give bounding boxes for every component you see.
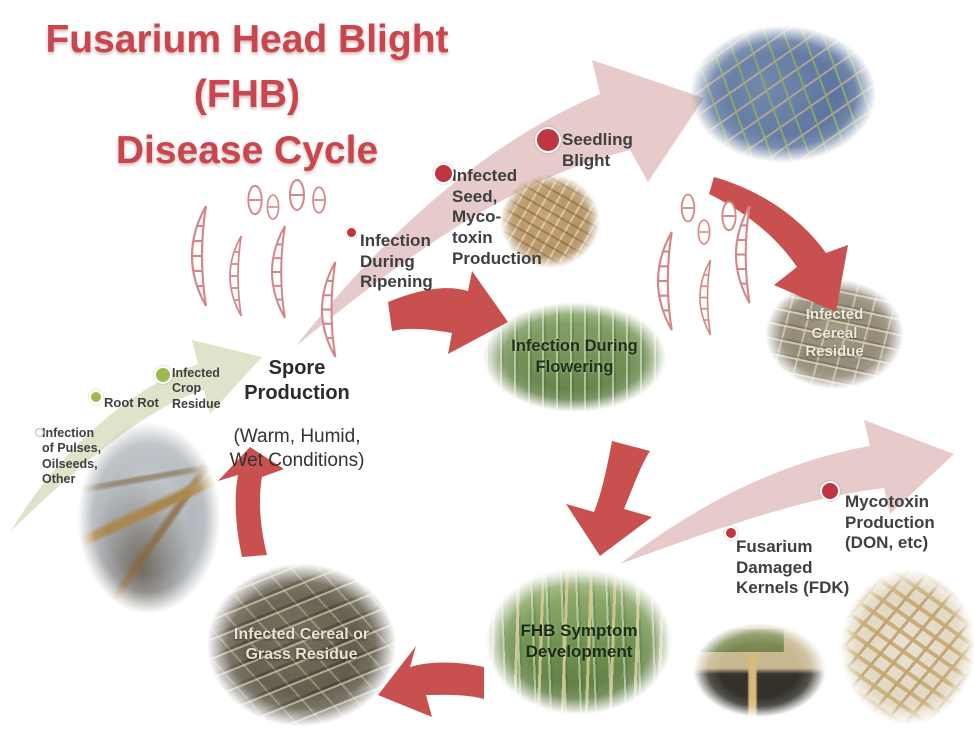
fdk-stage-dot-icon: [724, 526, 738, 540]
crop-residue-stage-dot-icon: [154, 366, 172, 384]
macroconidium-spore-icon: [270, 224, 286, 320]
combine-harvest-photo: [692, 622, 827, 718]
spore-production-title: Spore Production: [244, 356, 350, 404]
infected-cereal-grass-residue-photo: [205, 562, 398, 728]
seedling-blight-photo: [688, 24, 878, 164]
arrow-seedling-to-cereal-residue-icon: [709, 177, 848, 312]
diagram-title: Fusarium Head Blight (FHB) Disease Cycle: [6, 12, 488, 178]
mycotoxin-stage-dot-icon: [820, 481, 840, 501]
macroconidium-spore-icon: [229, 235, 243, 317]
spore-production-label: Spore Production (Warm, Humid, Wet Condi…: [188, 336, 406, 492]
ripening-stage-dot-icon: [346, 227, 357, 238]
infection-of-pulses-label: Infection of Pulses, Oilseeds, Other: [42, 426, 102, 486]
ascospore-icon: [247, 184, 263, 216]
harvest-path-ribbon-arrow-icon: [620, 420, 954, 564]
damaged-kernels-photo: [839, 568, 974, 726]
pulses-path-ribbon-arrow-icon: [10, 340, 262, 532]
infected-seed-mycotoxin-label: Infected Seed, Myco- toxin Production: [452, 166, 542, 268]
macroconidium-spore-icon: [699, 259, 712, 336]
macroconidium-spore-icon: [190, 204, 208, 308]
pulses-stage-dot-icon: [35, 428, 44, 437]
ascospore-icon: [721, 200, 737, 232]
arrow-flowering-to-fhb-icon: [566, 441, 652, 556]
root-rot-label: Root Rot: [104, 395, 159, 410]
root-rot-stage-dot-icon: [89, 390, 103, 404]
diagram-title-line2: Disease Cycle: [115, 128, 379, 172]
ascospore-icon: [680, 193, 696, 223]
ascospore-icon: [312, 186, 326, 214]
infection-during-flowering-photo: [481, 301, 668, 413]
fusarium-damaged-kernels-label: Fusarium Damaged Kernels (FDK): [736, 537, 850, 598]
infection-during-flowering-label: Infection During Flowering: [511, 337, 638, 376]
root-rot-photo: [76, 420, 222, 616]
infection-during-ripening-label: Infection During Ripening: [360, 231, 433, 292]
fhb-symptom-development-photo: [484, 566, 674, 716]
mycotoxin-production-label: Mycotoxin Production (DON, etc): [845, 492, 935, 553]
ascospore-icon: [289, 179, 305, 211]
fhb-symptom-development-label: FHB Symptom Development: [520, 620, 638, 661]
arrow-fhb-to-grass-residue-icon: [378, 646, 484, 717]
arrow-spore-to-flowering-icon: [388, 271, 508, 354]
ascospore-icon: [266, 194, 280, 220]
seedling-blight-label: Seedling Blight: [562, 130, 633, 170]
macroconidium-spore-icon: [734, 204, 751, 305]
infected-cereal-residue-label: Infected Cereal Residue: [805, 305, 864, 361]
diagram-title-line1: Fusarium Head Blight (FHB): [45, 18, 449, 117]
spore-production-conditions: (Warm, Humid, Wet Conditions): [229, 426, 365, 471]
seedling-blight-stage-dot-icon: [535, 127, 561, 153]
infected-crop-residue-label: Infected Crop Residue: [172, 366, 221, 411]
ripening-path-ribbon-arrow-icon: [296, 60, 704, 346]
infected-seed-photo: [499, 173, 601, 269]
infected-seed-stage-dot-icon: [433, 163, 454, 184]
infected-cereal-grass-residue-label: Infected Cereal or Grass Residue: [233, 626, 370, 663]
ascospore-icon: [697, 219, 711, 245]
arrow-residue-to-spore-icon: [218, 447, 284, 557]
